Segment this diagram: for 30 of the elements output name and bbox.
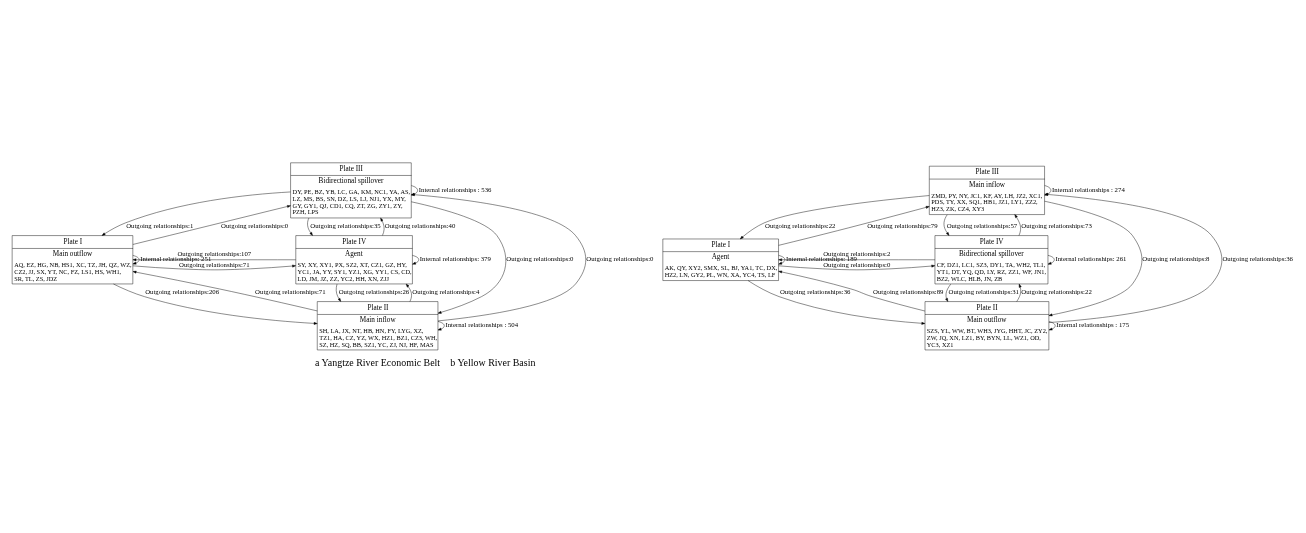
arrow <box>778 270 926 311</box>
arrow <box>740 194 930 239</box>
label: b Yellow River Basin <box>450 356 536 368</box>
arrow <box>747 279 926 325</box>
arrow <box>113 283 318 325</box>
arrow <box>132 204 291 245</box>
arrow <box>132 257 296 261</box>
arrow <box>132 270 318 311</box>
arrow <box>945 283 951 302</box>
arrow <box>778 254 786 264</box>
arrow <box>132 254 140 264</box>
arrow <box>778 205 930 246</box>
arrow <box>101 191 291 236</box>
arrow <box>1016 283 1022 302</box>
arrow <box>437 320 445 330</box>
arrow <box>335 283 341 302</box>
arrow <box>412 254 419 264</box>
label: a Yangtze River Economic Belt <box>315 356 441 368</box>
arrow <box>778 257 936 261</box>
arrow <box>411 201 506 314</box>
arrow <box>1047 254 1055 264</box>
arrow <box>307 217 313 236</box>
arrow <box>1048 320 1056 330</box>
arrow <box>1014 213 1021 236</box>
arrow <box>778 264 936 270</box>
arrow <box>943 214 950 236</box>
arrow <box>1044 200 1143 316</box>
arrow <box>405 283 412 302</box>
arrow <box>132 264 296 270</box>
arrow <box>380 217 385 236</box>
